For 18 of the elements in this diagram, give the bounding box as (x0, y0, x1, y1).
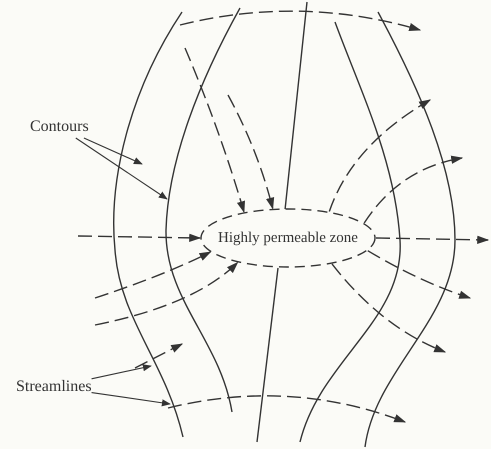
streamline-arrow (367, 250, 472, 299)
leader-line (84, 138, 143, 164)
streamline-arrow (331, 264, 446, 353)
zone-label: Highly permeable zone (218, 230, 358, 246)
streamline-arrow (184, 48, 245, 214)
streamline-arrow (227, 94, 274, 210)
streamline-arrow (364, 156, 464, 224)
streamline-arrow (94, 251, 212, 299)
leader-line (91, 392, 171, 406)
zone-ellipse (200, 208, 376, 268)
streamline-arrow (376, 236, 490, 244)
streamline-arrow (78, 234, 202, 242)
callout-label: Contours (30, 118, 89, 136)
streamline-arrow (328, 99, 432, 212)
leader-line (91, 364, 152, 380)
callout-label: Streamlines (16, 378, 92, 396)
leader-line (75, 138, 168, 200)
streamline-arrow (94, 262, 238, 326)
